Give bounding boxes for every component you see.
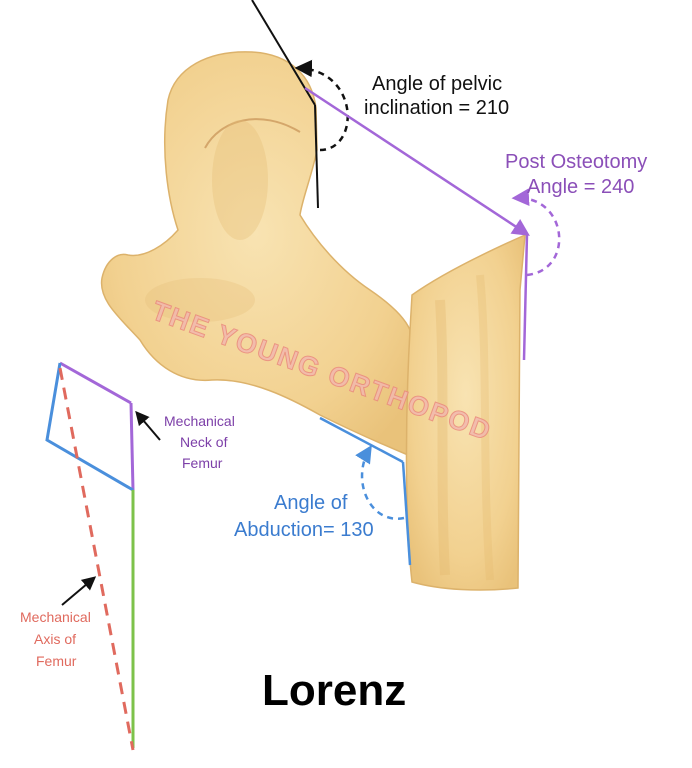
axis-label-line2: Axis of	[34, 631, 76, 647]
femoral-shaft-fragment	[405, 233, 526, 591]
mechanical-axis-dashed	[58, 367, 135, 751]
axis-label-line1: Mechanical	[20, 609, 91, 625]
neck-line-purple-vertical	[129, 402, 135, 491]
femoral-head-fragment	[100, 51, 411, 457]
title-lorenz: Lorenz	[262, 666, 406, 715]
post-osteotomy-line	[304, 86, 530, 236]
post-label-line2: Angle = 240	[527, 176, 634, 198]
abduction-label-line1: Angle of	[274, 492, 348, 514]
pelvic-label-line2: inclination = 210	[364, 97, 509, 119]
axis-label-arrow	[61, 576, 97, 606]
pelvic-reference-line	[251, 0, 316, 106]
abduction-vertical	[401, 461, 412, 566]
neck-line-purple	[59, 361, 132, 405]
pelvic-label-line1: Angle of pelvic	[372, 73, 502, 95]
shaft-stripe-1	[435, 299, 450, 576]
abduction-label-line2: Abduction= 130	[234, 519, 374, 541]
schematic-blue-outline	[45, 362, 134, 492]
neck-label-line1: Mechanical	[164, 413, 235, 429]
post-osteotomy-vertical	[522, 233, 529, 361]
neck-label-arrow	[135, 410, 161, 441]
abduction-arc	[355, 445, 405, 520]
head-shade	[212, 120, 268, 240]
head-curve-detail	[204, 118, 301, 149]
shaft-stripe-2	[476, 274, 494, 581]
post-osteotomy-arc	[511, 188, 561, 277]
neck-shade	[145, 278, 255, 322]
neck-label-line2: Neck of	[180, 434, 228, 450]
pelvic-vertical-line	[314, 104, 319, 209]
neck-label-line3: Femur	[182, 455, 223, 471]
abduction-line	[319, 416, 404, 464]
axis-label-line3: Femur	[36, 653, 77, 669]
post-label-line1: Post Osteotomy	[505, 151, 647, 173]
pelvic-angle-arc	[294, 59, 349, 152]
